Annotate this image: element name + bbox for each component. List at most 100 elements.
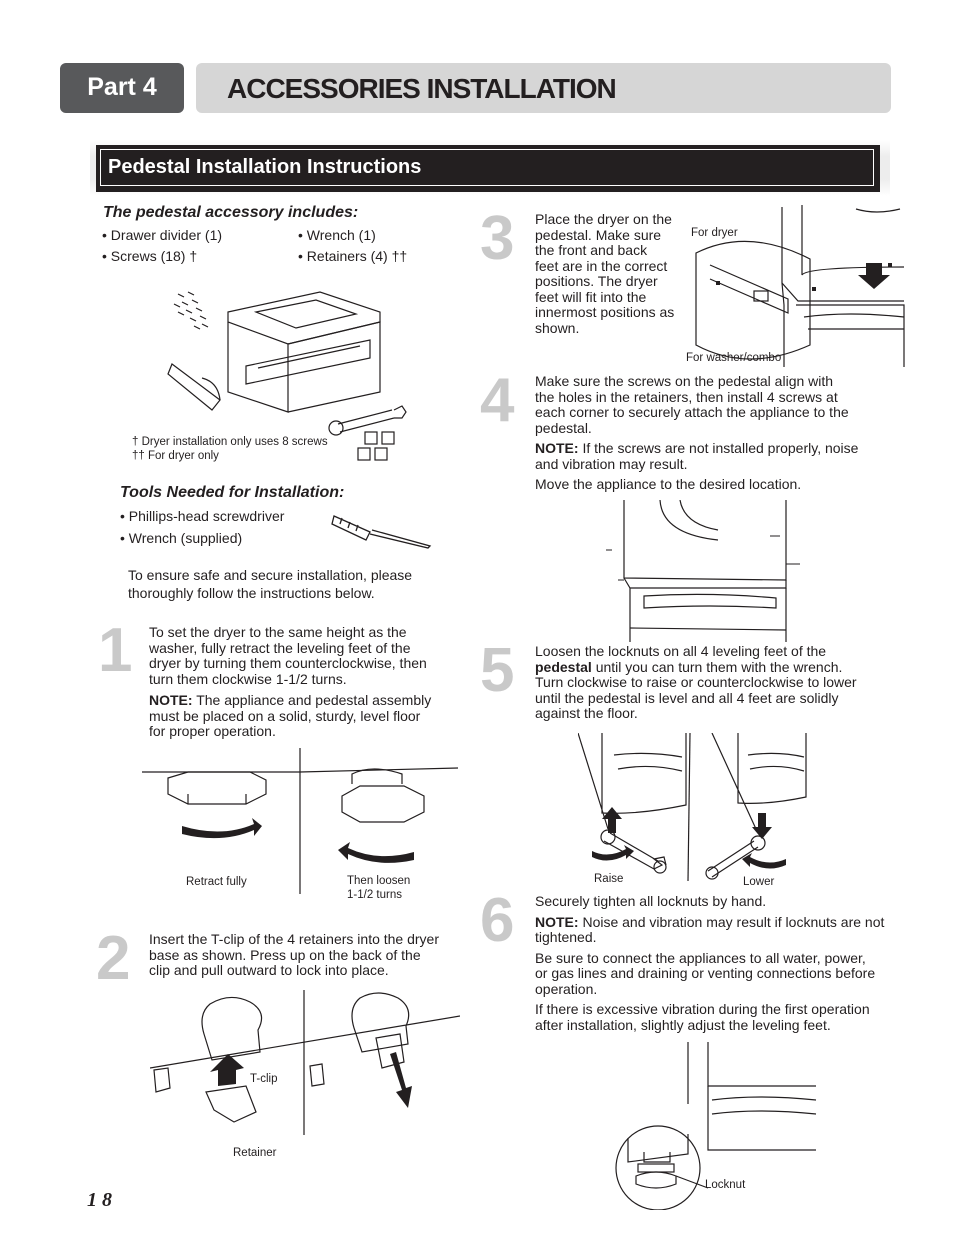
caption-turns: 1-1/2 turns — [347, 889, 402, 901]
step-number-2: 2 — [96, 924, 131, 993]
pedestal-drawer-icon — [227, 291, 381, 413]
include-item-divider: • Drawer divider (1) — [102, 227, 223, 243]
caption-then-loosen: Then loosen — [347, 875, 411, 887]
step-1-note-line: for proper operation. — [149, 723, 276, 739]
step-1-note-line: The appliance and pedestal assembly — [192, 692, 432, 708]
footnote-dryer-screws: † Dryer installation only uses 8 screws — [132, 436, 328, 448]
step-number-1: 1 — [98, 616, 133, 685]
step-6-text: Securely tighten all locknuts by hand. N… — [535, 893, 915, 1033]
label-locknut: Locknut — [705, 1179, 746, 1191]
footnote-dryer-only: †† For dryer only — [132, 450, 219, 462]
step-3-line: the front and back — [535, 242, 648, 258]
page-title: ACCESSORIES INSTALLATION — [227, 73, 617, 104]
tools-heading: Tools Needed for Installation: — [120, 484, 345, 501]
step-3-text: Place the dryer on the pedestal. Make su… — [535, 211, 690, 336]
step-2-line: clip and pull outward to lock into place… — [149, 962, 389, 978]
rotate-arrow-icon — [742, 853, 786, 869]
screw-marks-icon — [606, 535, 800, 581]
pull-out-arrow-icon — [390, 1052, 412, 1108]
section-frame — [100, 149, 874, 186]
step-5-line: until the pedestal is level and all 4 fe… — [535, 689, 839, 706]
label-retainer: Retainer — [233, 1147, 277, 1159]
step-5-line: until you can turn them with the wrench. — [591, 658, 843, 675]
step-1-note-line: must be placed on a solid, sturdy, level… — [149, 707, 421, 724]
section-band — [96, 145, 880, 192]
step-1-line: turn them clockwise 1-1/2 turns. — [149, 670, 347, 687]
up-arrow-icon — [602, 807, 622, 833]
step-6-line: operation. — [535, 980, 598, 997]
intro-text-line2: thoroughly follow the instructions below… — [128, 585, 375, 601]
caption-retract-fully: Retract fully — [186, 876, 247, 888]
step-number-4: 4 — [480, 366, 515, 435]
step-2-line: base as shown. Press up on the back of t… — [149, 946, 421, 963]
step-6-note-line: tightened. — [535, 929, 597, 945]
step-1-line: dryer by turning them counterclockwise, … — [149, 655, 427, 671]
step-5-bold: pedestal — [535, 658, 592, 675]
wrench-icon — [328, 405, 407, 436]
step-5-line: Turn clockwise to raise or counterclockw… — [535, 674, 857, 690]
retainers-icon — [357, 431, 395, 461]
step-6-line: after installation, slightly adjust the … — [535, 1016, 831, 1033]
down-arrow-icon — [752, 813, 772, 839]
step-4-note-line: If the screws are not installed properly… — [578, 440, 859, 456]
step-5-line: against the floor. — [535, 705, 638, 721]
tool-item-screwdriver: • Phillips-head screwdriver — [120, 508, 285, 524]
note-label: NOTE: — [149, 692, 193, 708]
counterclockwise-arrow-icon — [338, 842, 414, 863]
rotate-arrow-icon — [592, 845, 634, 861]
label-tclip: T-clip — [250, 1073, 278, 1085]
step-3-line: pedestal. Make sure — [535, 226, 662, 243]
intro-text-line1: To ensure safe and secure installation, … — [128, 567, 413, 583]
step-5-text: Loosen the locknuts on all 4 leveling fe… — [535, 643, 905, 722]
include-item-screws: • Screws (18) † — [102, 248, 198, 264]
dryer-feet-position-illustration — [695, 205, 905, 367]
step-6-line: If there is excessive vibration during t… — [535, 1001, 870, 1017]
screw-marks-icon — [716, 263, 892, 291]
label-lower: Lower — [743, 876, 775, 888]
screws-icon — [173, 291, 209, 330]
label-for-dryer: For dryer — [691, 227, 738, 239]
step-3-line: positions. The dryer — [535, 273, 658, 289]
page-number: 1 8 — [87, 1189, 112, 1211]
step-3-line: feet are in the correct — [535, 257, 668, 274]
step-number-6: 6 — [480, 886, 515, 955]
down-arrow-icon — [858, 263, 890, 289]
part-label: Part 4 — [87, 73, 157, 101]
step-5-line: Loosen the locknuts on all 4 leveling fe… — [535, 643, 827, 659]
step-6-line: Securely tighten all locknuts by hand. — [535, 893, 767, 909]
step-3-line: shown. — [535, 319, 580, 336]
tclip-retainer-illustration — [150, 990, 460, 1135]
step-number-5: 5 — [480, 636, 515, 705]
part-tab: Part 4 — [60, 63, 184, 113]
locknut-wrench-illustration — [578, 733, 807, 882]
step-4-line: the holes in the retainers, then install… — [535, 388, 838, 405]
step-3-line: Place the dryer on the — [535, 211, 672, 227]
wrench-icon — [603, 832, 667, 870]
step-1-line: To set the dryer to the same height as t… — [149, 624, 407, 640]
step-6-line: Be sure to connect the appliances to all… — [535, 949, 866, 966]
step-6-note-line: Noise and vibration may result if locknu… — [578, 913, 885, 930]
step-1-line: washer, fully retract the leveling feet … — [149, 639, 411, 656]
clockwise-arrow-icon — [182, 818, 262, 839]
step-3-line: innermost positions as — [535, 304, 675, 320]
step-4-line: Make sure the screws on the pedestal ali… — [535, 373, 834, 389]
step-4-text: Make sure the screws on the pedestal ali… — [535, 373, 905, 493]
push-up-arrow-icon — [210, 1054, 244, 1086]
step-2-text: Insert the T-clip of the 4 retainers int… — [149, 931, 469, 979]
header-bar — [196, 63, 891, 113]
drawer-divider-icon — [167, 363, 221, 411]
step-2-line: Insert the T-clip of the 4 retainers int… — [149, 931, 440, 947]
label-for-washer-combo: For washer/combo — [686, 352, 782, 364]
step-number-3: 3 — [480, 204, 515, 273]
step-4-line: pedestal. — [535, 419, 592, 436]
section-title: Pedestal Installation Instructions — [108, 156, 422, 178]
dryer-on-pedestal-illustration — [606, 500, 800, 642]
wrench-icon — [707, 840, 759, 878]
leveling-feet-illustration — [142, 748, 459, 894]
pedestal-accessory-illustration — [167, 291, 407, 461]
include-item-wrench: • Wrench (1) — [298, 227, 376, 243]
step-4-line: each corner to securely attach the appli… — [535, 404, 849, 420]
label-raise: Raise — [594, 873, 624, 885]
tightened-locknut-illustration — [615, 1042, 817, 1210]
include-item-retainers: • Retainers (4) †† — [298, 248, 408, 264]
